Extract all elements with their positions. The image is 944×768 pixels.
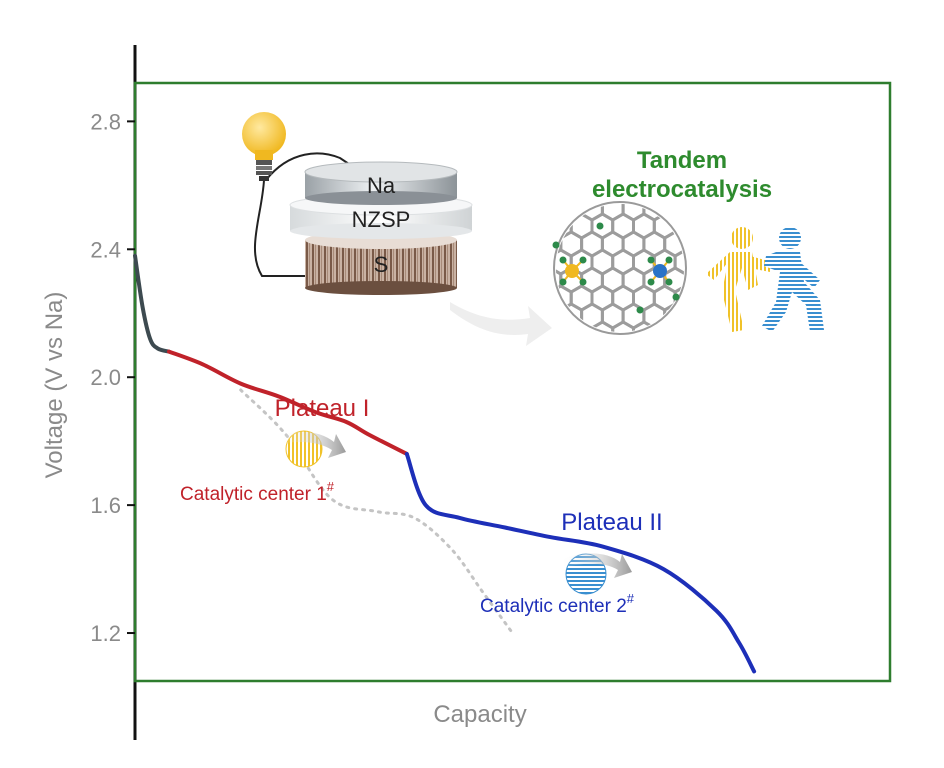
metal-site-yellow [565, 264, 579, 278]
y-ticks: 1.2 1.6 2.0 2.4 2.8 [90, 109, 135, 646]
lattice-hexagon [706, 232, 727, 256]
wire [265, 152, 356, 181]
catalytic-center-1-icon [280, 430, 346, 468]
sulfur-cathode-layer: S [305, 231, 457, 295]
lattice-hexagon [652, 320, 677, 332]
plot-frame [133, 81, 892, 683]
lattice-hexagon [673, 320, 684, 332]
yellow-runner-icon [706, 227, 772, 332]
anode-label: Na [367, 173, 396, 198]
lattice-hexagon [727, 340, 748, 364]
lattice-hexagon [530, 250, 551, 274]
y-tick-label: 1.6 [90, 493, 121, 518]
x-axis-title: Capacity [433, 701, 526, 728]
lattice-hexagon [561, 160, 582, 184]
lattice-hexagon [540, 340, 561, 364]
lattice-hexagon [509, 286, 530, 310]
lattice-hexagon [519, 196, 540, 220]
lattice-hexagon [696, 214, 717, 238]
lattice-hexagon [686, 232, 707, 256]
y-tick-label: 2.0 [90, 365, 121, 390]
lattice-hexagon [519, 340, 540, 364]
lattice-hexagon [686, 268, 707, 292]
lattice-hexagon [530, 286, 551, 310]
catalytic-center-1-label: Catalytic center 1# [180, 479, 335, 505]
lattice-hexagon [632, 320, 656, 332]
lattice-hexagon [665, 340, 686, 364]
lattice-hexagon [556, 204, 563, 222]
lattice-hexagon [644, 340, 665, 364]
lattice-hexagon [509, 214, 530, 238]
lattice-hexagon [706, 340, 727, 364]
lattice-hexagon [519, 232, 540, 256]
wire [254, 179, 305, 277]
lattice-hexagon [550, 178, 571, 202]
y-tick-label: 1.2 [90, 621, 121, 646]
lattice-hexagon [519, 268, 540, 292]
catalytic-center-2-label: Catalytic center 2# [480, 591, 635, 617]
lattice-hexagon [623, 340, 644, 364]
lattice-hexagon [530, 178, 551, 202]
metal-site-blue [653, 264, 667, 278]
cathode-label: S [374, 252, 389, 277]
lattice-hexagon [673, 212, 684, 240]
y-tick-label: 2.8 [90, 109, 121, 134]
arrow-icon [450, 302, 552, 346]
plateau-1-label: Plateau I [275, 395, 370, 422]
lattice-hexagon [663, 302, 684, 330]
discharge-curve-segment [133, 253, 171, 354]
catalytic-center-2-icon [560, 553, 632, 595]
light-bulb-icon [242, 112, 286, 181]
lattice-hexagon [686, 304, 707, 328]
lattice-hexagon [556, 320, 573, 332]
tandem-title-line2: electrocatalysis [592, 176, 772, 203]
y-axis-title: Voltage (V vs Na) [41, 292, 68, 479]
sodium-anode-layer: Na [304, 161, 458, 205]
lattice-hexagon [696, 286, 717, 310]
blue-runner-icon [762, 227, 824, 332]
lattice-hexagon [706, 304, 727, 328]
discharge-curve-segment [166, 349, 409, 456]
relay-runners-icon [706, 227, 824, 332]
reference-curve-line [239, 388, 514, 635]
lattice-hexagon [519, 160, 540, 184]
discharge-curve-segment [404, 451, 757, 674]
lattice-hexagon [530, 214, 551, 238]
lattice-hexagon [590, 320, 615, 332]
lattice-hexagon [696, 322, 717, 346]
lattice-hexagon [509, 178, 530, 202]
lattice-hexagon [540, 160, 561, 184]
battery-schematic: S NZSP Na [242, 112, 473, 295]
lattice-hexagon [686, 340, 707, 364]
lattice-hexagon [582, 340, 603, 364]
y-tick-label: 2.4 [90, 237, 121, 262]
lattice-hexagon [561, 340, 582, 364]
electrolyte-label: NZSP [352, 207, 411, 232]
plateau-2-label: Plateau II [561, 509, 662, 536]
tandem-title-line1: Tandem [637, 147, 727, 174]
lattice-hexagon [571, 178, 592, 202]
lattice-hexagon [509, 250, 530, 274]
lattice-hexagon [611, 320, 635, 332]
lattice-hexagon [602, 340, 623, 364]
